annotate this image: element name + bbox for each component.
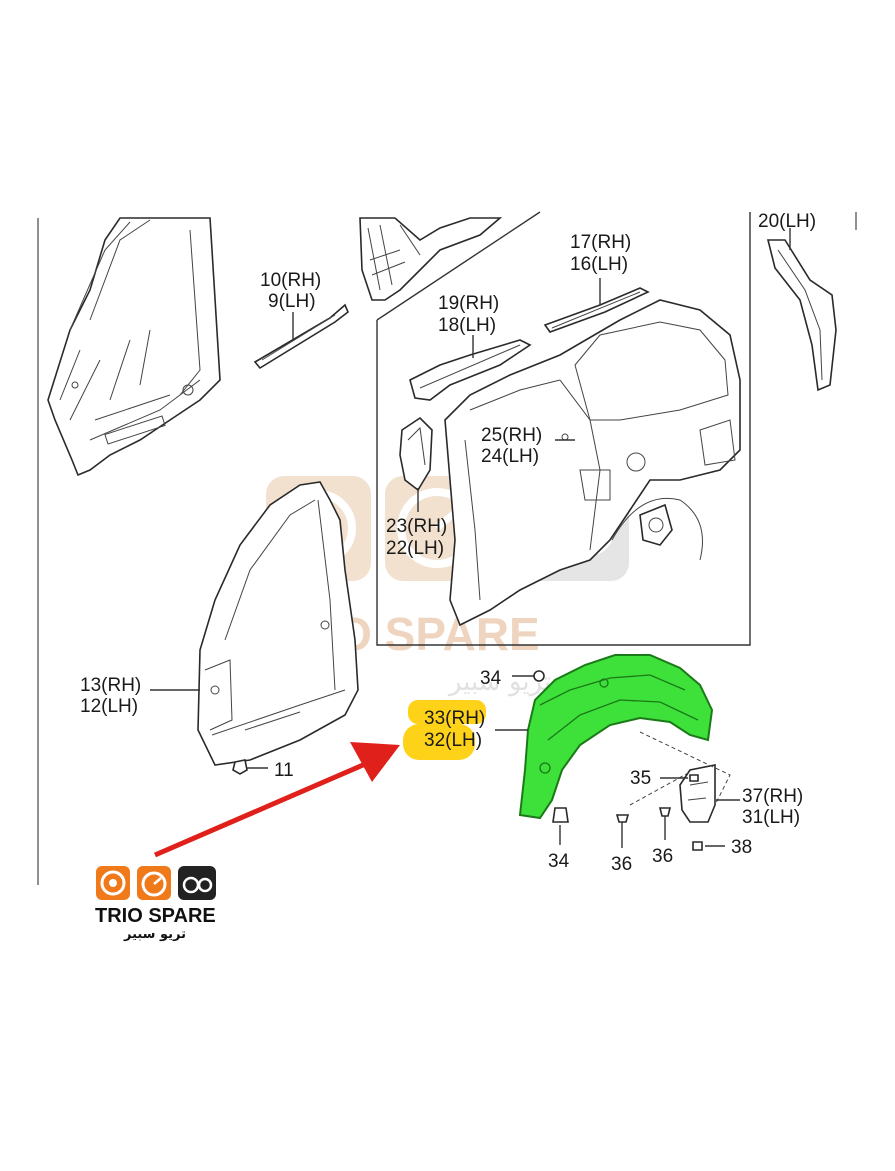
callout-34-bottom: 34 (548, 851, 570, 872)
clip-34-top (533, 670, 545, 682)
pointer-arrow (154, 742, 400, 858)
callout-19: 19(RH) (438, 293, 499, 314)
callout-18: 18(LH) (438, 315, 496, 336)
nut-38 (692, 841, 703, 851)
screw-36-b (658, 807, 672, 817)
wheel-house-liner-shape (518, 654, 714, 820)
screw-36-a (615, 814, 630, 823)
callout-22: 22(LH) (386, 538, 444, 559)
callout-36-a: 36 (611, 854, 632, 875)
callout-10: 10(RH) (260, 270, 321, 291)
callout-20: 20(LH) (758, 211, 816, 232)
screw-35 (689, 774, 699, 782)
side-frame-part (197, 481, 359, 766)
callout-12: 12(LH) (80, 696, 138, 717)
callout-34-top: 34 (480, 668, 502, 689)
callout-38: 38 (731, 837, 752, 858)
callout-31: 31(LH) (742, 807, 800, 828)
callout-25: 25(RH) (481, 425, 542, 446)
callout-9: 9(LH) (268, 291, 316, 312)
center-pillar-fragment-part (359, 217, 503, 301)
callout-11: 11 (274, 760, 294, 781)
roof-rail-part (543, 278, 650, 333)
watermark-arabic: تريو سبير (447, 667, 551, 697)
clip-34-bottom (552, 807, 569, 823)
callout-36-b: 36 (652, 846, 673, 867)
brand-logo: TRIO SPARE تريو سبير (95, 866, 216, 942)
roof-rail-bracket-part (409, 335, 532, 401)
logo-name: TRIO SPARE (95, 905, 216, 927)
pillar-reinforcement-part (399, 416, 433, 512)
logo-arabic: تريو سبير (123, 927, 186, 942)
callout-23: 23(RH) (386, 516, 447, 537)
callout-33: 33(RH) (424, 708, 485, 729)
callout-24: 24(LH) (481, 446, 539, 467)
callout-35: 35 (630, 768, 651, 789)
rear-pillar-bracket-part (766, 228, 837, 392)
front-pillar-part (47, 217, 221, 477)
bolt-11-part (232, 759, 268, 775)
highlight-marker (403, 700, 486, 760)
callout-13: 13(RH) (80, 675, 141, 696)
callout-16: 16(LH) (570, 254, 628, 275)
wheel-house-liner-part (518, 654, 714, 820)
side-trim-strip-part (253, 303, 349, 370)
callout-32: 32(LH) (424, 730, 482, 751)
callout-17: 17(RH) (570, 232, 631, 253)
quarter-panel-part (444, 299, 741, 627)
callout-37: 37(RH) (742, 786, 803, 807)
assembly-frame (376, 212, 751, 646)
